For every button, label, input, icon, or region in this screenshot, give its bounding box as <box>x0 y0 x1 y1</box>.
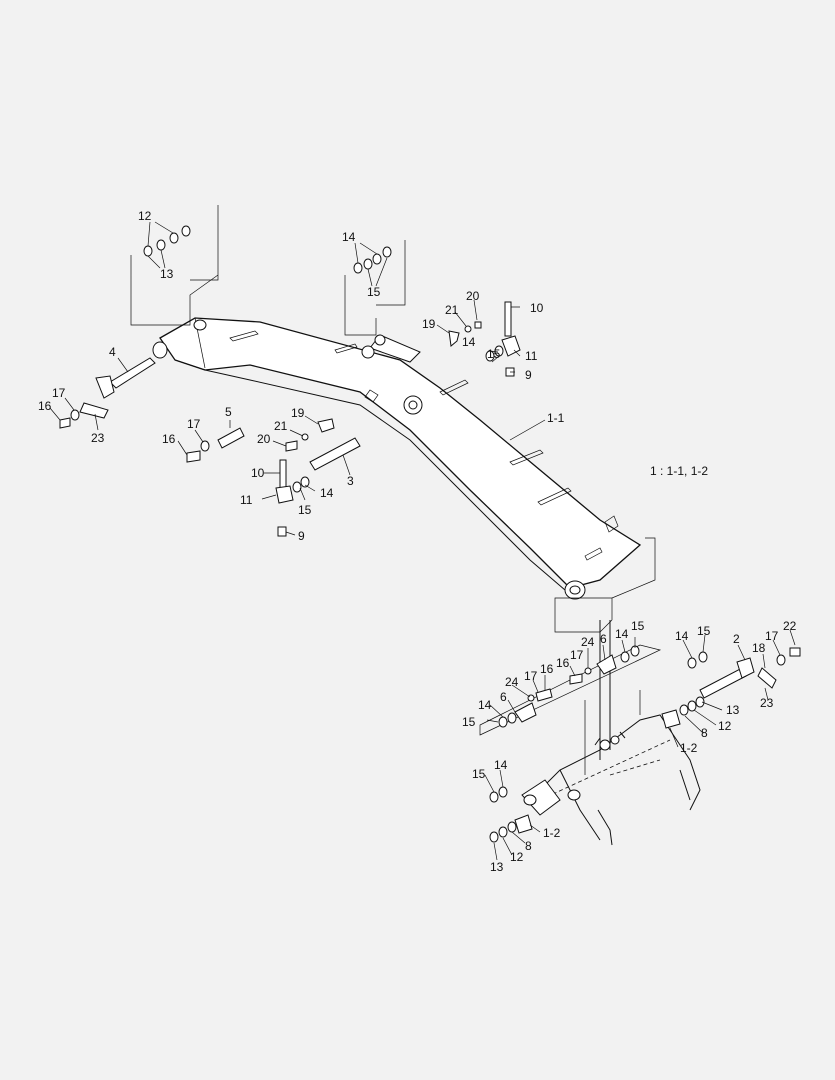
label-17-d: 17 <box>524 669 538 683</box>
label-17-left: 17 <box>52 386 66 400</box>
boom-body <box>152 317 642 600</box>
label-15-upper: 15 <box>487 347 501 361</box>
ratio-note: 1 : 1-1, 1-2 <box>650 464 708 478</box>
label-21-lower: 21 <box>274 419 288 433</box>
label-22: 22 <box>783 619 797 633</box>
label-21-upper: 21 <box>445 303 459 317</box>
label-14-c: 14 <box>615 627 629 641</box>
label-15-f: 15 <box>472 767 486 781</box>
label-8-left: 8 <box>525 839 532 853</box>
part-labels: 12 13 14 15 20 21 10 19 14 15 11 9 4 17 … <box>38 209 797 874</box>
label-12-right: 12 <box>718 719 732 733</box>
label-13-top: 13 <box>160 267 174 281</box>
label-14-lower: 14 <box>320 486 334 500</box>
label-12-top: 12 <box>138 209 152 223</box>
label-13-left: 13 <box>490 860 504 874</box>
label-12-left: 12 <box>510 850 524 864</box>
label-8-right: 8 <box>701 726 708 740</box>
label-20-upper: 20 <box>466 289 480 303</box>
label-24-b: 24 <box>505 675 519 689</box>
label-1-2-right: 1-2 <box>680 741 698 755</box>
label-16-left: 16 <box>38 399 52 413</box>
label-16-c: 16 <box>556 656 570 670</box>
label-17-right: 17 <box>765 629 779 643</box>
label-9-upper: 9 <box>525 368 532 382</box>
label-14-d: 14 <box>478 698 492 712</box>
label-3: 3 <box>347 474 354 488</box>
label-14-f: 14 <box>494 758 508 772</box>
parts <box>59 225 801 843</box>
label-6-b: 6 <box>500 690 507 704</box>
label-15-c: 15 <box>631 619 645 633</box>
label-18: 18 <box>752 641 766 655</box>
label-10-lower: 10 <box>251 466 265 480</box>
label-17-mid: 17 <box>187 417 201 431</box>
label-16-d: 16 <box>540 662 554 676</box>
label-6-a: 6 <box>600 632 607 646</box>
label-24-a: 24 <box>581 635 595 649</box>
label-4: 4 <box>109 345 116 359</box>
label-23-right: 23 <box>760 696 774 710</box>
label-17-c: 17 <box>570 648 584 662</box>
label-14-upper: 14 <box>462 335 476 349</box>
label-15-d: 15 <box>462 715 476 729</box>
label-9-lower: 9 <box>298 529 305 543</box>
leader-lines <box>49 221 796 861</box>
label-23-left: 23 <box>91 431 105 445</box>
label-14-top: 14 <box>342 230 356 244</box>
label-19-upper: 19 <box>422 317 436 331</box>
label-1-1: 1-1 <box>547 411 565 425</box>
bucket-link <box>521 620 701 846</box>
label-14-e: 14 <box>675 629 689 643</box>
label-10-upper: 10 <box>530 301 544 315</box>
label-15-lower: 15 <box>298 503 312 517</box>
label-16-mid: 16 <box>162 432 176 446</box>
label-2: 2 <box>733 632 740 646</box>
label-11-upper: 11 <box>525 349 538 363</box>
label-15-top: 15 <box>367 285 381 299</box>
label-20-lower: 20 <box>257 432 271 446</box>
label-5: 5 <box>225 405 232 419</box>
label-13-right: 13 <box>726 703 740 717</box>
callout-frames <box>130 205 662 775</box>
label-15-e: 15 <box>697 624 711 638</box>
label-1-2-left: 1-2 <box>543 826 561 840</box>
label-19-lower: 19 <box>291 406 305 420</box>
label-11-lower: 11 <box>240 493 253 507</box>
